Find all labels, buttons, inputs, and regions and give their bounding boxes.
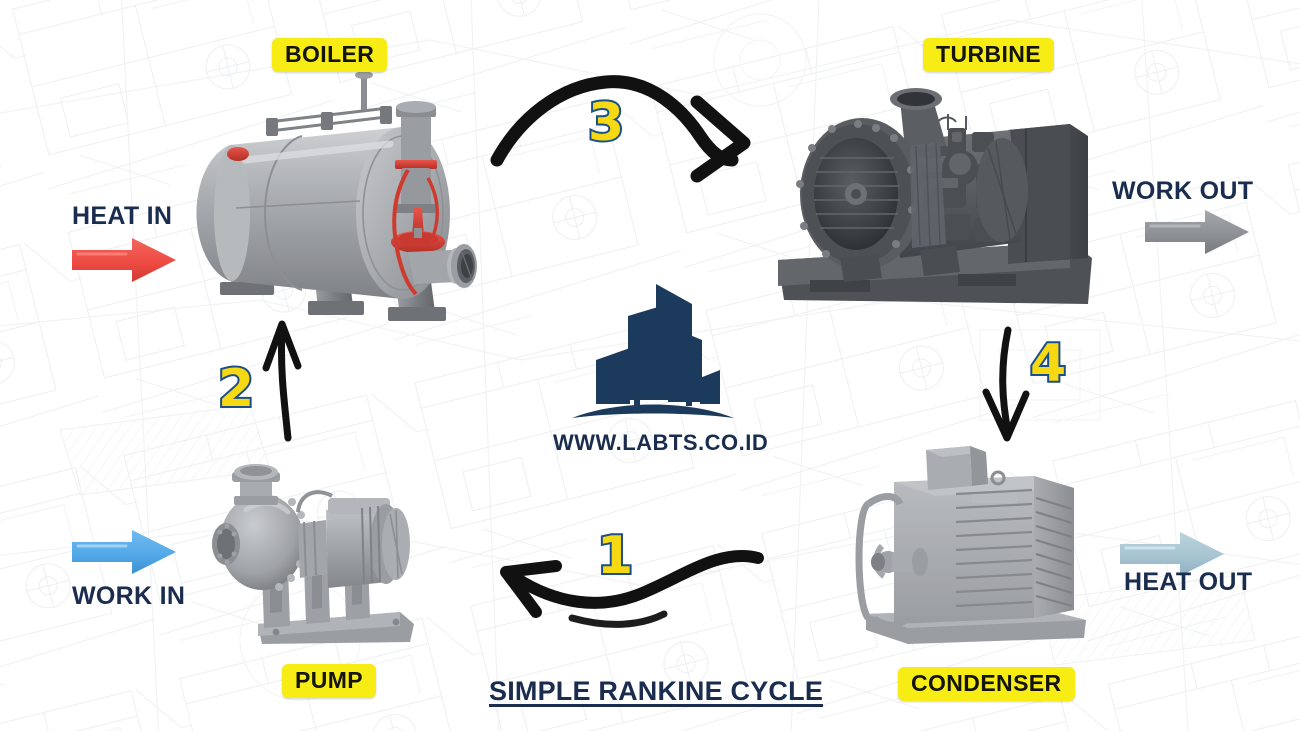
heat-out-label: HEAT OUT bbox=[1124, 568, 1253, 596]
condenser-equipment bbox=[855, 446, 1086, 644]
pump-label: PUMP bbox=[282, 664, 377, 698]
boiler-label: BOILER bbox=[272, 38, 388, 72]
flow-arrow-4 bbox=[982, 326, 1030, 442]
page-title: SIMPLE RANKINE CYCLE bbox=[489, 676, 824, 706]
heat-in-label: HEAT IN bbox=[72, 202, 173, 230]
work-in-arrow bbox=[72, 530, 176, 574]
work-in-label: WORK IN bbox=[72, 582, 186, 610]
step-number-3: 3 bbox=[586, 93, 626, 153]
step-number-2: 2 bbox=[216, 359, 256, 419]
logo-text: WWW.LABTS.CO.ID bbox=[553, 430, 769, 455]
pump-equipment bbox=[212, 464, 414, 644]
heat-in-arrow bbox=[72, 238, 176, 282]
step-number-4: 4 bbox=[1028, 334, 1068, 394]
boiler-equipment bbox=[196, 71, 477, 321]
condenser-label: CONDENSER bbox=[898, 667, 1075, 701]
building-logo-icon bbox=[572, 284, 734, 418]
work-out-label: WORK OUT bbox=[1112, 177, 1254, 205]
flow-arrow-2 bbox=[262, 320, 302, 442]
turbine-label: TURBINE bbox=[923, 38, 1055, 72]
step-number-1: 1 bbox=[595, 526, 635, 586]
work-out-arrow bbox=[1145, 210, 1249, 254]
turbine-equipment bbox=[778, 88, 1092, 304]
